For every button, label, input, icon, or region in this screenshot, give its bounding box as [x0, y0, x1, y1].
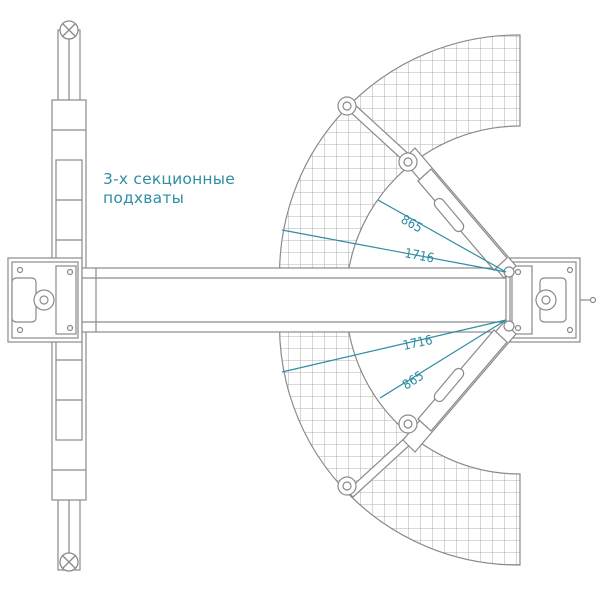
dimension-upper-outer: 1716	[403, 246, 435, 266]
pivot-bolt-icon	[337, 320, 515, 496]
left-post-housing	[7, 257, 83, 343]
upper-swing-arm	[346, 102, 517, 279]
caption-line-1: 3-х секционные	[103, 170, 235, 188]
crossed-circle-icon	[59, 20, 79, 40]
main-cross-beam	[81, 267, 509, 333]
dimension-upper-inner: 865	[398, 212, 425, 236]
right-post-housing	[505, 257, 597, 343]
caption-line-2: подхваты	[103, 189, 185, 207]
dimension-lower-outer: 1716	[402, 333, 434, 354]
lower-arm-coverage-area	[278, 299, 521, 566]
lower-swing-arm	[346, 321, 517, 498]
crossed-circle-icon	[59, 552, 79, 572]
upper-dimension-lines	[281, 199, 507, 273]
caption-three-section-arms: 3-х секционные подхваты	[103, 170, 235, 208]
dimension-lower-inner: 865	[400, 369, 427, 394]
lower-dimension-lines	[281, 319, 507, 399]
